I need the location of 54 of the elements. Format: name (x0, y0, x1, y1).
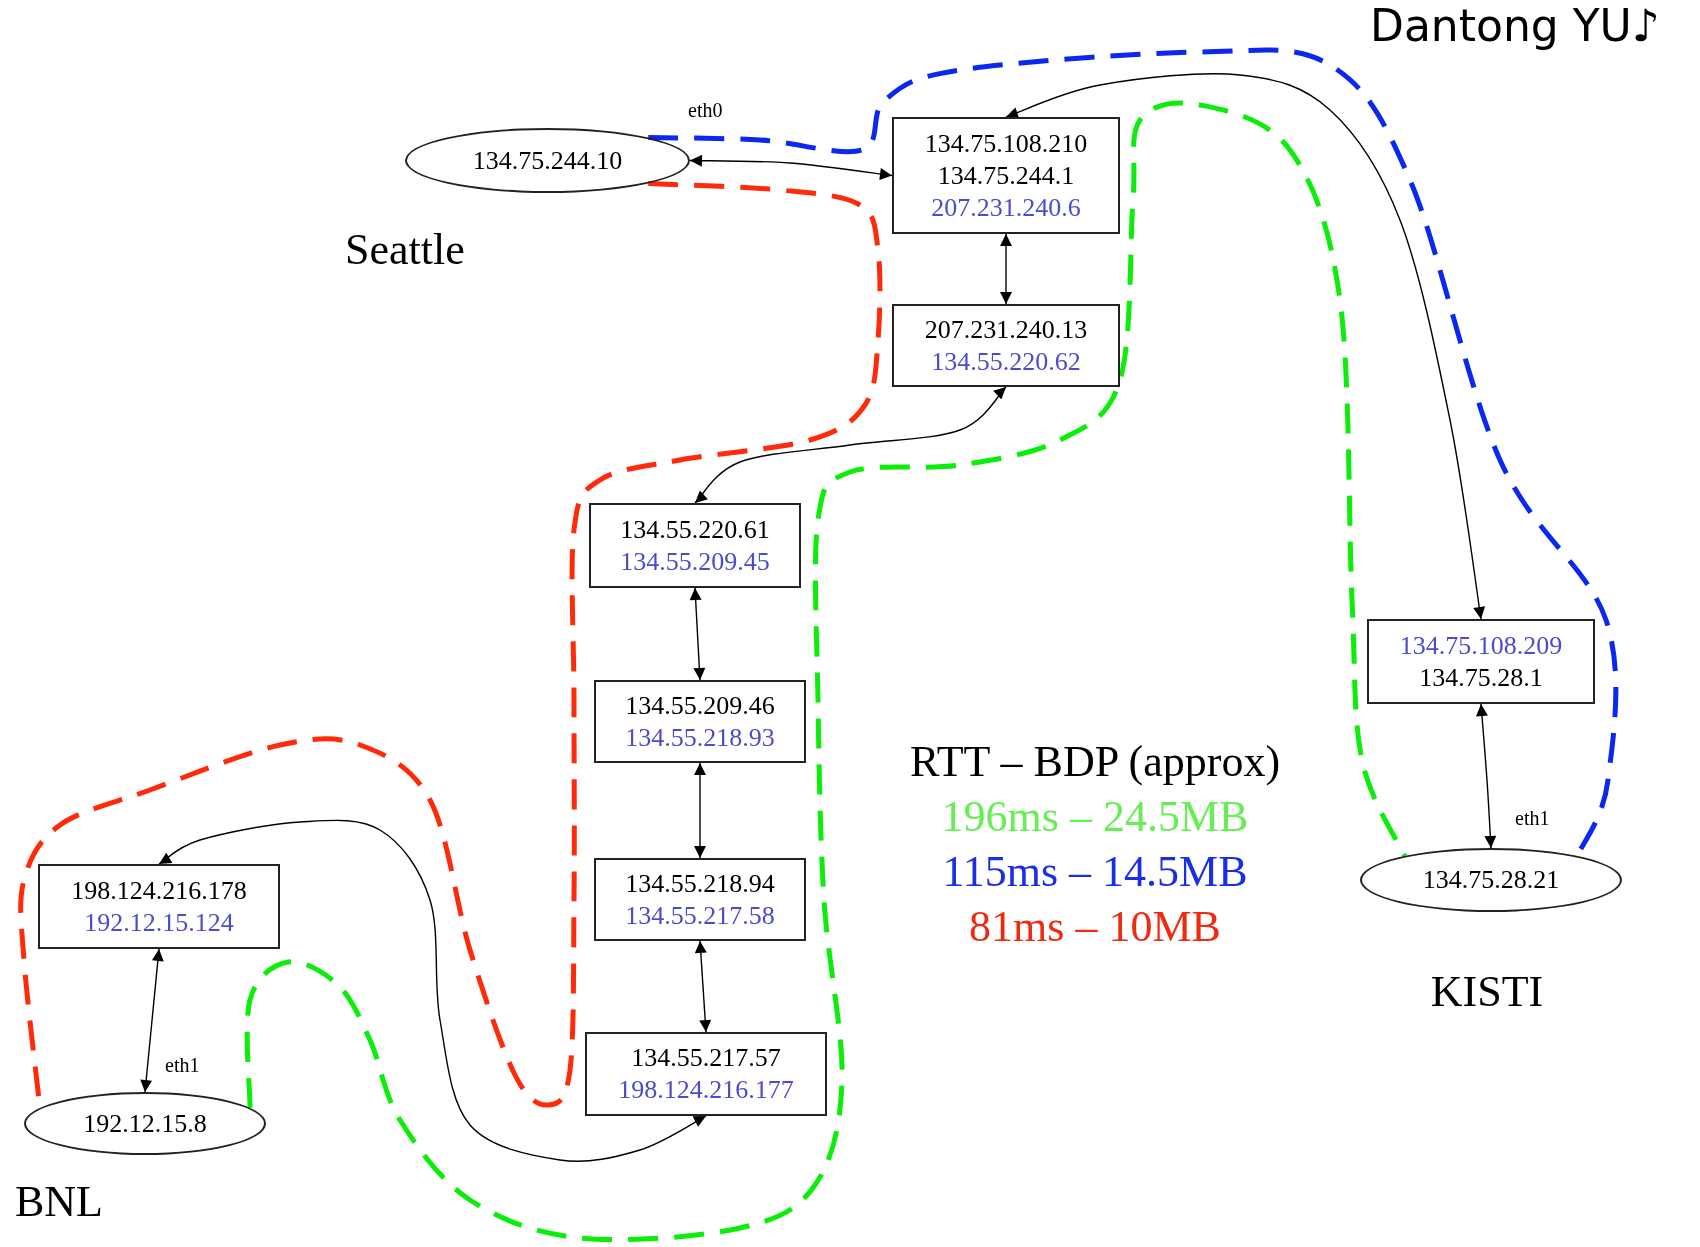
site-label: Seattle (345, 228, 465, 272)
ip-address: 134.55.220.61 (620, 513, 770, 546)
ip-address: 192.12.15.124 (84, 906, 234, 939)
connector-arrow (1005, 73, 1486, 620)
text-label: RTT – BDP (approx) (908, 740, 1282, 784)
ip-address: 134.75.244.10 (472, 144, 623, 177)
dashed-route-line (18, 181, 883, 1109)
router-box (892, 117, 1120, 234)
ip-address: 134.55.217.58 (625, 899, 775, 932)
ip-address: 134.55.217.57 (631, 1042, 781, 1074)
connector-arrow (158, 819, 707, 1162)
text-label: 115ms – 14.5MB (941, 850, 1249, 894)
connector-arrow (140, 948, 164, 1093)
ip-address: 134.75.244.1 (937, 159, 1075, 192)
router-box (589, 503, 801, 588)
connector-arrow (694, 940, 712, 1033)
ip-address: 134.75.28.21 (1422, 864, 1560, 896)
connector-arrow (1000, 233, 1012, 305)
ip-address: 207.231.240.6 (931, 191, 1081, 224)
dashed-route-line (244, 102, 1407, 1243)
ip-address: 207.231.240.13 (924, 313, 1088, 346)
ip-address: 134.75.108.210 (924, 127, 1088, 160)
text-label: eth0 (688, 100, 723, 120)
text-label: eth1 (165, 1055, 200, 1075)
connector-arrow (689, 587, 706, 681)
text-label: eth1 (1515, 808, 1550, 828)
site-label: KISTI (1429, 970, 1545, 1014)
router-box (38, 864, 280, 949)
ip-address: 134.75.108.209 (1399, 629, 1563, 662)
site-label: BNL (15, 1180, 103, 1224)
router-box (594, 680, 806, 763)
ip-address: 192.12.15.8 (83, 1107, 207, 1140)
text-label: 81ms – 10MB (968, 905, 1222, 949)
router-box (594, 858, 806, 941)
text-label: Dantong YU♪ (1370, 4, 1660, 48)
host-ellipse (24, 1092, 266, 1155)
connector-arrow (694, 762, 706, 859)
ip-address: 134.55.209.45 (620, 545, 770, 578)
ip-address: 198.124.216.178 (71, 874, 247, 907)
host-ellipse (405, 128, 690, 193)
router-box (892, 304, 1120, 387)
connector-arrow (1476, 703, 1497, 849)
ip-address: 134.55.218.93 (625, 721, 775, 754)
ip-address: 134.55.218.94 (625, 867, 775, 900)
router-box (585, 1032, 827, 1116)
ip-address: 134.75.28.1 (1419, 661, 1543, 694)
router-box (1367, 619, 1595, 704)
host-ellipse (1360, 848, 1622, 912)
text-label: 196ms – 24.5MB (940, 795, 1250, 839)
ip-address: 198.124.216.177 (618, 1074, 794, 1106)
ip-address: 134.55.209.46 (625, 689, 775, 722)
ip-address: 134.55.220.62 (931, 345, 1081, 378)
connector-arrow (694, 386, 1007, 504)
connector-arrow (689, 154, 893, 180)
